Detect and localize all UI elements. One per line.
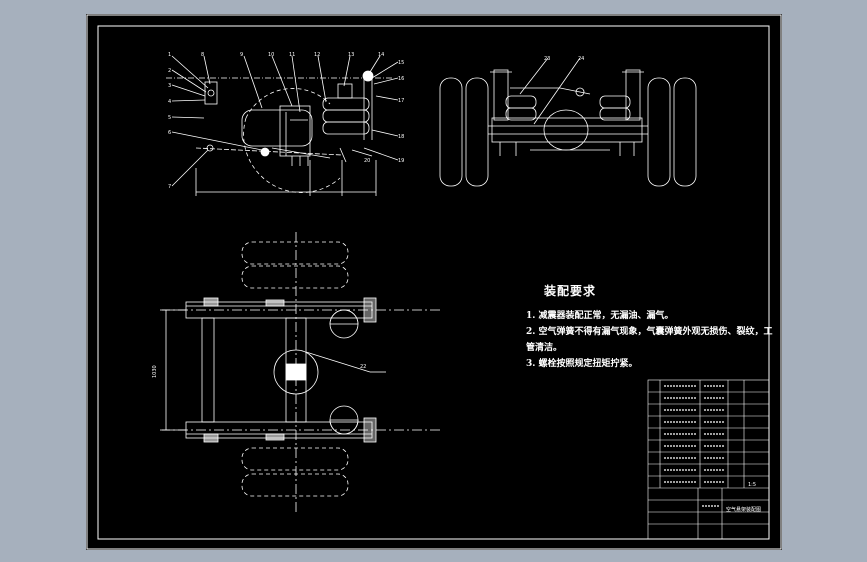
callout-17: 17 xyxy=(398,98,404,104)
callout-12: 12 xyxy=(314,52,320,58)
callout-14: 14 xyxy=(378,52,384,58)
requirement-item-1: 1. 减震器装配正常，无漏油、漏气。 xyxy=(526,311,674,321)
callout-24: 24 xyxy=(578,56,584,62)
callout-4: 4 xyxy=(168,99,171,105)
drawing-sheet xyxy=(86,14,782,550)
requirement-item-4: 3. 螺栓按照规定扭矩拧紧。 xyxy=(526,359,638,369)
callout-2: 2 xyxy=(168,68,171,74)
title-block-drawing-name: 空气悬架装配图 xyxy=(726,507,762,513)
callout-3: 3 xyxy=(168,83,171,89)
inner-border xyxy=(97,25,770,540)
callout-13: 13 xyxy=(348,52,354,58)
callout-11: 11 xyxy=(289,52,295,58)
requirement-item-3: 管清洁。 xyxy=(526,343,563,353)
callout-19: 19 xyxy=(398,158,404,164)
callout-20: 20 xyxy=(364,158,370,164)
plan-view xyxy=(160,232,440,512)
callout-10: 10 xyxy=(268,52,274,58)
callout-8: 8 xyxy=(201,52,204,58)
callout-labels: 1 2 3 4 5 6 7 8 9 10 11 12 13 14 15 16 1… xyxy=(152,52,584,378)
callout-15: 15 xyxy=(398,60,404,66)
requirement-item-2: 2. 空气弹簧不得有漏气现象，气囊弹簧外观无损伤、裂纹，工 xyxy=(526,327,773,337)
callout-22: 22 xyxy=(360,364,366,370)
title-block xyxy=(647,379,770,540)
callout-9: 9 xyxy=(240,52,243,58)
outer-border xyxy=(86,14,782,550)
assembly-requirements-title: 装配要求 xyxy=(544,284,597,298)
callout-18: 18 xyxy=(398,134,404,140)
rear-view xyxy=(439,57,697,187)
title-block-scale: 1:5 xyxy=(748,482,757,488)
callout-23: 23 xyxy=(544,56,550,62)
side-view xyxy=(166,55,399,196)
callout-7: 7 xyxy=(168,184,171,190)
callout-16: 16 xyxy=(398,76,404,82)
callout-5: 5 xyxy=(168,115,171,121)
plan-width-dimension: 1030 xyxy=(152,365,158,378)
callout-1: 1 xyxy=(168,52,171,58)
callout-6: 6 xyxy=(168,130,171,136)
